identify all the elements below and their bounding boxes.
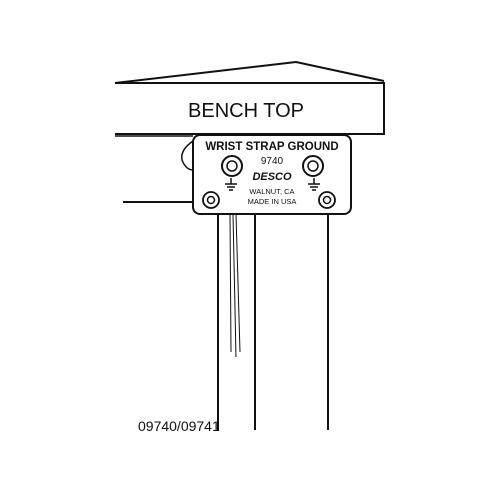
ground-icon — [308, 178, 320, 191]
plate-origin: MADE IN USA — [248, 197, 297, 206]
snap-stud-left — [221, 155, 243, 177]
plate-title: WRIST STRAP GROUND — [205, 141, 338, 153]
plate-model-number: 9740 — [261, 156, 284, 167]
bench-top-label: BENCH TOP — [188, 100, 304, 122]
ground-plate — [180, 134, 352, 215]
ground-icon — [225, 178, 237, 191]
snap-stud-right — [302, 155, 324, 177]
mounting-screw-right — [318, 191, 336, 209]
plate-city: WALNUT, CA — [249, 187, 294, 196]
mounting-screw-left — [202, 191, 220, 209]
bench-leg — [123, 201, 329, 430]
bench-top — [114, 60, 385, 137]
brand-logo: DESCO — [252, 171, 292, 183]
part-number-label: 09740/09741 — [138, 418, 220, 434]
